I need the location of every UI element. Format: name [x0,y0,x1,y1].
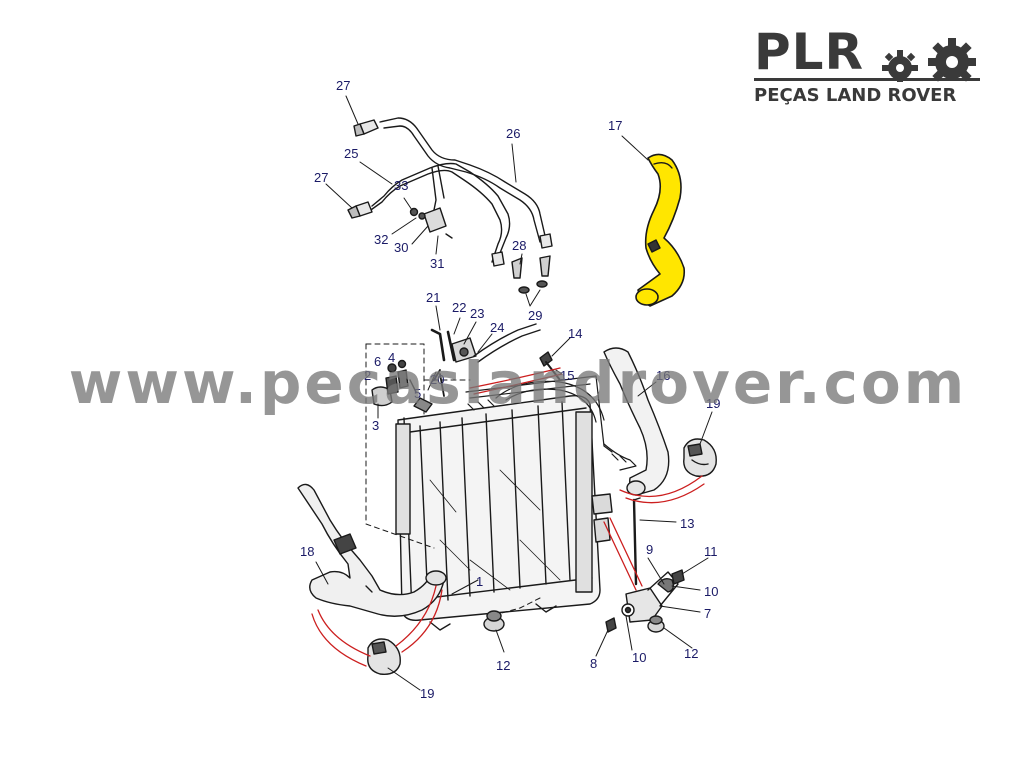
gears-icon [882,38,976,82]
callout-26: 26 [506,126,520,141]
callout-3: 3 [372,418,379,433]
callout-2: 2 [364,368,371,383]
callout-23: 23 [470,306,484,321]
callout-33: 33 [394,178,408,193]
callout-28: 28 [512,238,526,253]
callout-10-upper: 10 [704,584,718,599]
callout-11: 11 [704,544,718,559]
logo-tagline: PEÇAS LAND ROVER [754,85,957,106]
dashed-group-outline [365,343,541,615]
callout-30: 30 [394,240,408,255]
callout-8: 8 [590,656,597,671]
callout-12-right: 12 [684,646,698,661]
callout-1: 1 [476,574,483,589]
rubber-mount [483,610,505,632]
callout-31: 31 [430,256,444,271]
callout-20: 20 [430,372,444,387]
callout-27-left: 27 [314,170,328,185]
top-hose-highlighted [635,153,686,307]
brand-logo: PLR PEÇAS LAND ROV [752,24,984,110]
callout-27-top: 27 [336,78,350,93]
callout-32: 32 [374,232,388,247]
callout-labels: 1 2 3 4 5 6 7 8 9 10 10 11 12 12 13 14 1… [300,78,720,701]
leader-lines [315,95,713,691]
callout-4: 4 [388,350,395,365]
logo-brand-text: PLR [754,23,865,81]
callout-14: 14 [568,326,582,341]
hose-clip-upper [683,438,717,477]
mounting-bracket [605,569,685,633]
bottom-hose [297,483,447,617]
oil-cooler-pipes [347,117,553,294]
callout-13: 13 [680,516,694,531]
callout-7: 7 [704,606,711,621]
callout-22: 22 [452,300,466,315]
watermark-url: www.pecaslandrover.com [68,349,968,417]
callout-19-lower: 19 [420,686,434,701]
callout-16: 16 [656,368,670,383]
callout-18: 18 [300,544,314,559]
clip-guide-arcs [311,367,705,667]
hose-clip-lower [367,638,401,675]
fan-cowl [465,375,637,471]
callout-5: 5 [414,386,421,401]
tie-rod [632,497,641,586]
callout-6: 6 [374,354,381,369]
callout-29: 29 [528,308,542,323]
callout-10-lower: 10 [632,650,646,665]
bolt-assembly [539,351,561,381]
logo-divider [754,78,980,81]
callout-24: 24 [490,320,504,335]
radiator [395,394,613,631]
callout-21: 21 [426,290,440,305]
callout-15: 15 [560,368,574,383]
bleed-fittings [371,323,541,413]
callout-25: 25 [344,146,358,161]
callout-19-upper: 19 [706,396,720,411]
callout-9: 9 [646,542,653,557]
callout-12-left: 12 [496,658,510,673]
callout-17: 17 [608,118,622,133]
